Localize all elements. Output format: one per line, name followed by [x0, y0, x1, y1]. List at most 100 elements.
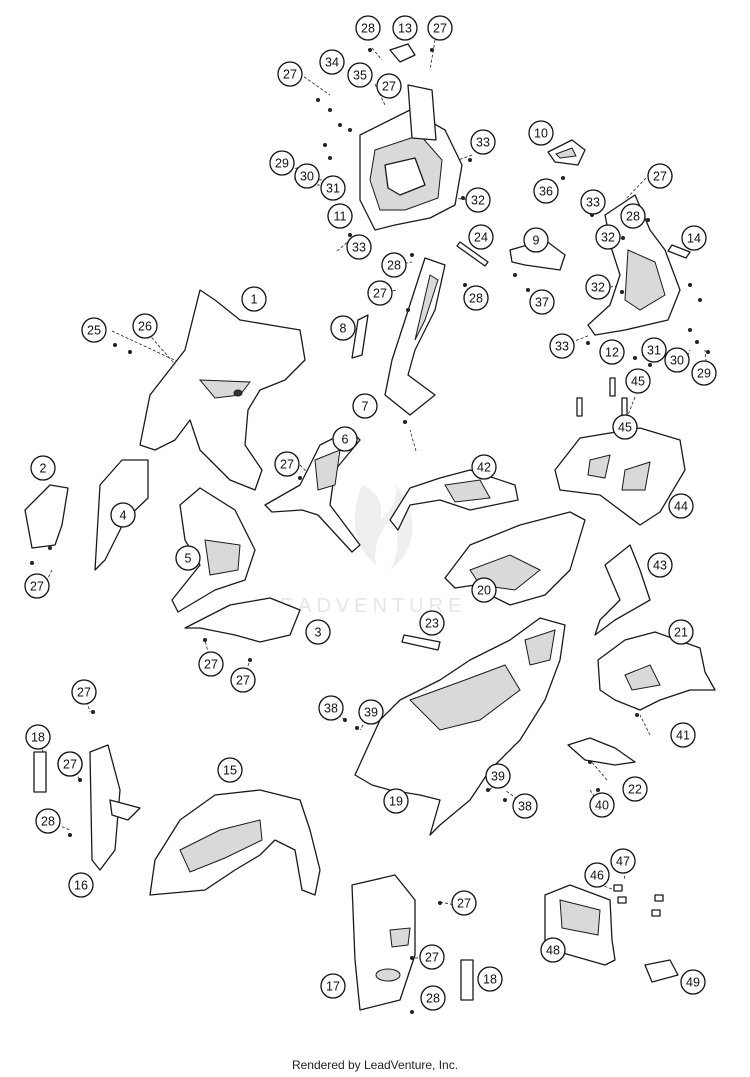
callout-circle: [622, 776, 648, 802]
part-44-carrier: [554, 427, 686, 526]
part-14-clip: [667, 244, 691, 259]
part-46-47-nuts: [613, 884, 664, 917]
callout-3: 3: [305, 619, 331, 645]
callout-28: 28: [35, 808, 61, 834]
callout-16: 16: [68, 872, 94, 898]
part-45-bolts: [576, 377, 628, 417]
callout-41: 41: [670, 722, 696, 748]
callout-circle: [471, 454, 497, 480]
callout-15: 15: [217, 757, 243, 783]
part-8-tag: [351, 314, 369, 359]
part-24-rod: [456, 241, 489, 267]
callout-circle: [680, 969, 706, 995]
callout-circle: [477, 966, 503, 992]
callout-circle: [668, 493, 694, 519]
callout-27: 27: [24, 573, 50, 599]
callout-label: 2: [40, 462, 47, 476]
callout-28: 28: [620, 203, 646, 229]
callout-circle: [230, 667, 256, 693]
callout-circle: [647, 163, 673, 189]
callout-10: 10: [528, 120, 554, 146]
callout-30: 30: [664, 347, 690, 373]
callout-label: 13: [398, 22, 412, 36]
part-1-top-cover: [139, 289, 306, 491]
callout-label: 27: [77, 686, 91, 700]
callout-circle: [620, 203, 646, 229]
callout-label: 7: [362, 400, 369, 414]
callout-42: 42: [471, 454, 497, 480]
callout-45: 45: [612, 414, 638, 440]
callout-circle: [381, 252, 407, 278]
callout-label: 27: [457, 897, 471, 911]
callout-43: 43: [647, 552, 673, 578]
callout-circle: [367, 280, 393, 306]
callout-38: 38: [512, 793, 538, 819]
callout-circle: [471, 577, 497, 603]
callout-12: 12: [599, 339, 625, 365]
callout-47: 47: [610, 848, 636, 874]
part-7-stay: [384, 257, 446, 416]
callout-circle: [346, 234, 372, 260]
callout-45: 45: [625, 368, 651, 394]
callout-28: 28: [381, 252, 407, 278]
callout-label: 26: [138, 320, 152, 334]
callout-circle: [595, 224, 621, 250]
callout-28: 28: [355, 15, 381, 41]
callout-label: 49: [686, 976, 700, 990]
callout-27: 27: [71, 679, 97, 705]
callout-circle: [580, 189, 606, 215]
callout-label: 37: [535, 296, 549, 310]
callout-label: 31: [326, 182, 340, 196]
callout-39: 39: [485, 763, 511, 789]
callout-circle: [327, 203, 353, 229]
part-21-tail-bracket: [597, 631, 716, 711]
callout-circle: [668, 619, 694, 645]
callout-label: 28: [361, 22, 375, 36]
callout-21: 21: [668, 619, 694, 645]
callout-34: 34: [319, 49, 345, 75]
callout-circle: [25, 724, 51, 750]
callout-27: 27: [419, 944, 445, 970]
callout-label: 48: [546, 944, 560, 958]
callout-27: 27: [230, 667, 256, 693]
callout-circle: [35, 808, 61, 834]
callout-label: 18: [31, 731, 45, 745]
callout-27: 27: [274, 451, 300, 477]
callout-18: 18: [25, 724, 51, 750]
callout-14: 14: [681, 225, 707, 251]
callout-circle: [589, 792, 615, 818]
callout-label: 11: [334, 210, 347, 224]
callout-27: 27: [198, 651, 224, 677]
callout-label: 28: [426, 992, 440, 1006]
callout-circle: [81, 317, 107, 343]
callout-circle: [110, 502, 136, 528]
callout-circle: [647, 552, 673, 578]
callout-label: 4: [120, 509, 127, 523]
callout-31: 31: [320, 175, 346, 201]
callout-33: 33: [580, 189, 606, 215]
callout-circle: [485, 763, 511, 789]
callout-label: 27: [382, 80, 396, 94]
callout-circle: [241, 286, 267, 312]
callout-label: 38: [324, 702, 338, 716]
callout-label: 27: [280, 458, 294, 472]
callout-28: 28: [463, 285, 489, 311]
callout-label: 33: [555, 340, 569, 354]
callout-40: 40: [589, 792, 615, 818]
callout-circle: [57, 751, 83, 777]
part-13-small-mount: [389, 43, 416, 63]
callout-13: 13: [392, 15, 418, 41]
callout-circle: [320, 973, 346, 999]
part-23-grip: [401, 634, 441, 651]
callout-circle: [376, 73, 402, 99]
callout-4: 4: [110, 502, 136, 528]
callout-label: 28: [387, 259, 401, 273]
callout-32: 32: [595, 224, 621, 250]
callout-label: 33: [586, 196, 600, 210]
callout-29: 29: [691, 360, 717, 386]
callout-circle: [468, 224, 494, 250]
callout-27: 27: [647, 163, 673, 189]
callout-39: 39: [358, 699, 384, 725]
